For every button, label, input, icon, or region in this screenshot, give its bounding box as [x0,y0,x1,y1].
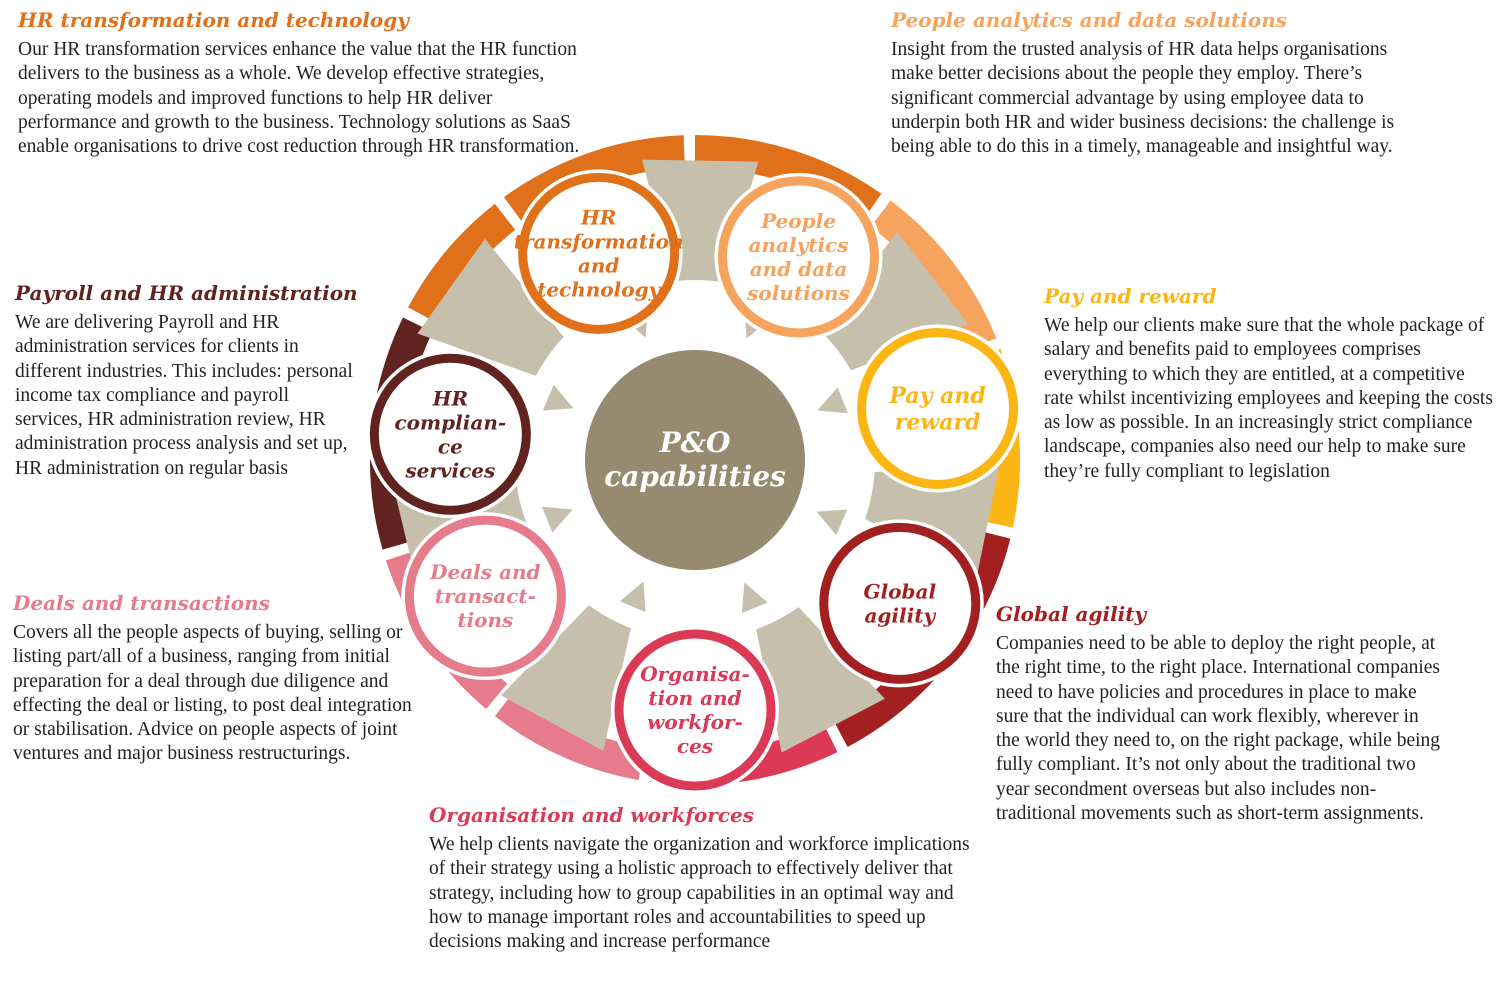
center-label-line: capabilities [604,460,786,493]
pointer-arrow [816,509,848,536]
node-label-line: HR [580,205,617,229]
node-label-line: transformation [514,229,684,253]
pointer-arrow [542,384,574,411]
node-label-line: analytics [749,233,849,257]
node-label-line: solutions [746,281,850,305]
block-body: We help clients navigate the organizatio… [429,834,970,953]
center-label-line: P&O [659,426,731,459]
block-title: Pay and reward [1044,284,1217,308]
spoke [803,231,968,382]
node-label-line: and data [750,257,848,281]
node-label-line: agility [864,603,936,627]
node-hr-compliance [369,353,531,515]
spoke [749,585,885,753]
block-payroll: Payroll and HR administration We are del… [15,281,360,481]
node-people-analytics [718,176,880,338]
center-disc [585,350,805,570]
node-hr-transformation [518,172,680,334]
node-label-line: reward [895,409,981,435]
node-label-line: Pay and [888,383,985,409]
spoke [500,583,638,751]
node-global-agility [819,522,981,684]
node-label-line: technology [537,277,661,301]
block-title: People analytics and data solutions [891,8,1288,32]
node-label-line: workfor- [647,710,743,734]
node-deals [404,515,566,677]
block-pay-reward: Pay and reward We help our clients make … [1044,284,1494,484]
node-label-line: ces [677,734,713,758]
node-pay-reward [857,327,1019,489]
node-label-line: Global [864,579,937,603]
node-label-line: HR [432,386,469,410]
block-title: Organisation and workforces [429,803,754,827]
block-body: Companies need to be able to deploy the … [996,633,1441,825]
pointer-arrow [541,506,573,533]
ring-segment [494,690,645,781]
pointer-arrow [817,387,849,414]
node-label-line: tions [457,608,513,632]
block-body: Covers all the people aspects of buying,… [13,622,412,765]
block-title: Payroll and HR administration [15,281,358,305]
block-hr-transformation: HR transformation and technology Our HR … [18,8,588,159]
block-title: HR transformation and technology [18,8,409,32]
node-label-line: and [578,253,620,277]
node-organisation [614,629,776,791]
ring-segment [408,203,516,323]
block-deals: Deals and transactions Covers all the pe… [13,591,413,767]
node-label-line: transact- [435,584,536,608]
node-label-line: People [760,209,836,233]
block-body: We are delivering Payroll and HR adminis… [15,312,353,479]
node-label-line: Organisa- [640,662,750,686]
block-title: Global agility [996,602,1147,626]
pointer-arrow [741,582,768,614]
pointer-arrow [619,581,646,613]
ring-segment [870,200,997,351]
node-label-line: Deals and [429,560,540,584]
node-label-line: ce [438,434,463,458]
spoke [417,238,583,387]
node-label-line: services [404,458,495,482]
spoke [642,159,759,312]
block-body: We help our clients make sure that the w… [1044,315,1493,482]
block-body: Insight from the trusted analysis of HR … [891,39,1395,158]
block-title: Deals and transactions [13,591,270,615]
block-body: Our HR transformation services enhance t… [18,39,580,158]
node-label-line: tion and [648,686,741,710]
node-label-line: complian- [395,410,507,434]
block-people-analytics: People analytics and data solutions Insi… [891,8,1431,159]
block-global-agility: Global agility Companies need to be able… [996,602,1446,826]
block-organisation: Organisation and workforces We help clie… [429,803,989,954]
